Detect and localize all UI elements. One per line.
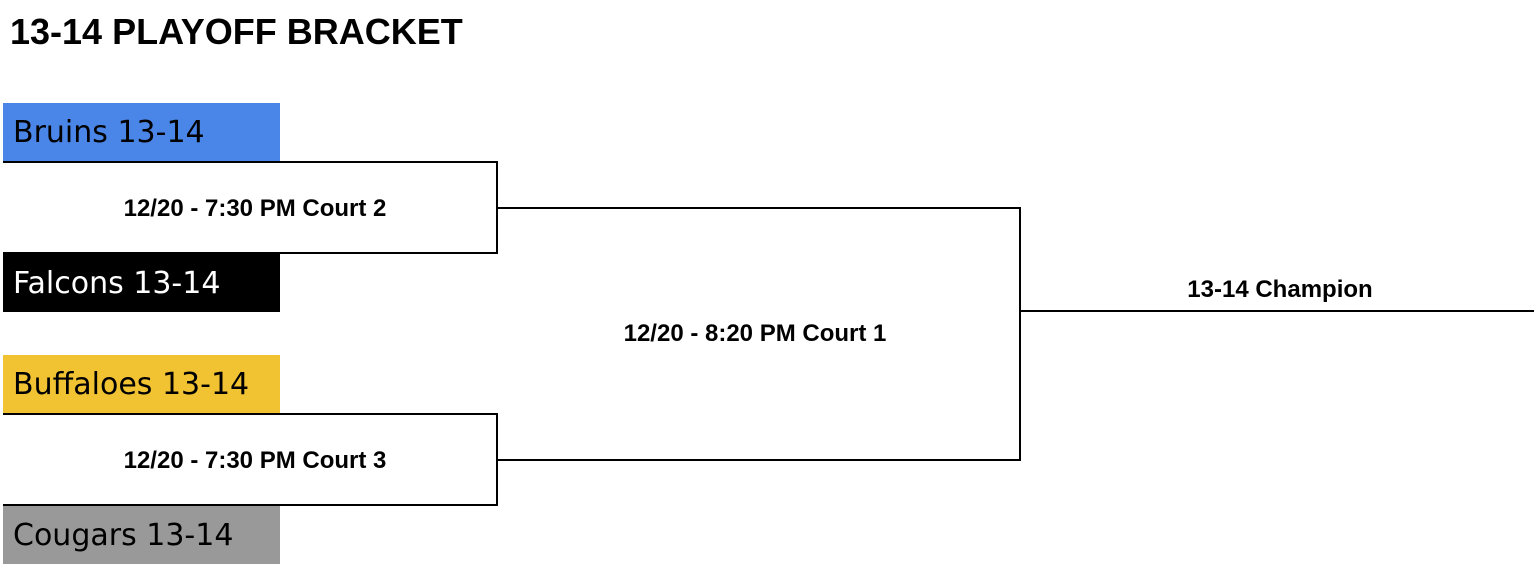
semifinal-1-schedule: 12/20 - 7:30 PM Court 2 bbox=[123, 195, 387, 222]
team-slot-bruins: Bruins 13-14 bbox=[3, 103, 280, 161]
team-slot-cougars: Cougars 13-14 bbox=[3, 506, 280, 564]
champion-label: 13-14 Champion bbox=[1187, 276, 1373, 303]
semifinal-2-top-line bbox=[3, 413, 498, 415]
semifinal-1-top-line bbox=[3, 161, 498, 163]
team-slot-buffaloes: Buffaloes 13-14 bbox=[3, 355, 280, 413]
final-top-line bbox=[496, 207, 1021, 209]
final-schedule: 12/20 - 8:20 PM Court 1 bbox=[623, 320, 887, 347]
bracket-title: 13-14 PLAYOFF BRACKET bbox=[10, 11, 463, 52]
semifinal-1-bottom-line bbox=[3, 252, 498, 254]
team-slot-falcons: Falcons 13-14 bbox=[3, 254, 280, 312]
final-bottom-line bbox=[496, 459, 1021, 461]
semifinal-2-bottom-line bbox=[3, 504, 498, 506]
champion-line bbox=[1019, 310, 1534, 312]
semifinal-2-schedule: 12/20 - 7:30 PM Court 3 bbox=[123, 447, 387, 474]
final-vertical-line bbox=[1019, 207, 1021, 461]
